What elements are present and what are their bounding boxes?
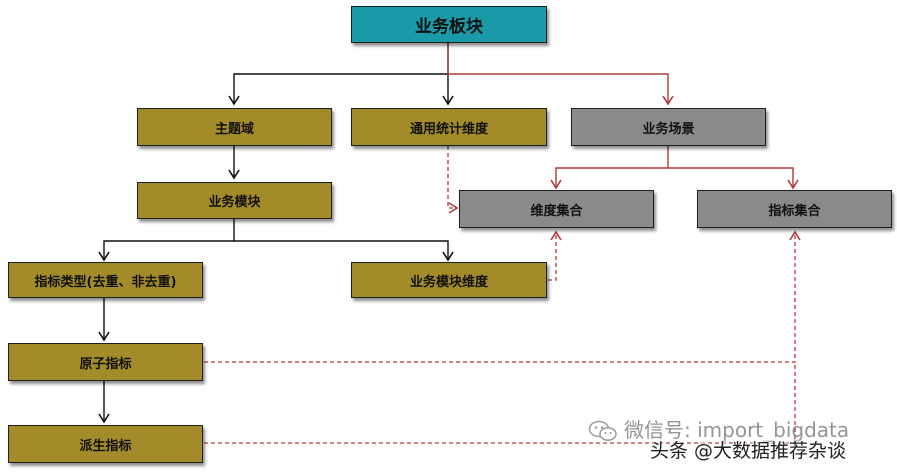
arrowhead-metric-set-bottom xyxy=(789,230,801,241)
connector-module-split xyxy=(103,219,235,260)
solid-arrowheads xyxy=(98,95,454,424)
arrowhead-derived-metric xyxy=(98,413,110,424)
dashed-arrowheads xyxy=(448,202,801,241)
arrowhead-metric-set-top xyxy=(787,179,799,190)
arrowhead-dimension-set-left xyxy=(448,202,459,214)
arrowhead-scenario xyxy=(662,95,674,106)
node-business-module: 业务模块 xyxy=(137,182,332,219)
connector-scenario-to-metric-set xyxy=(668,167,794,188)
arrowhead-dimension-set-top xyxy=(550,179,562,190)
arrowhead-metric-type xyxy=(98,251,110,262)
arrowhead-business-module xyxy=(228,169,240,180)
node-metric-set: 指标集合 xyxy=(697,190,892,228)
arrowhead-atomic-metric xyxy=(98,331,110,342)
connector-block-to-scenario xyxy=(447,43,669,104)
node-atomic-metric: 原子指标 xyxy=(8,343,203,381)
source-attribution: 头条 @大数据推荐杂谈 xyxy=(650,440,847,462)
red-arrowheads xyxy=(550,95,799,190)
watermark-wechat-id: 微信号: import_bigdata xyxy=(624,418,850,442)
arrowhead-general-dimension xyxy=(442,95,454,106)
dashed-general-dimension-to-dimension-set xyxy=(447,146,456,209)
arrowhead-dimension-set-bottom xyxy=(550,230,562,241)
connector-scenario-to-dimension-set xyxy=(555,146,669,188)
dashed-derived-to-metric-set xyxy=(204,362,796,444)
dashed-module-dimension-to-dimension-set xyxy=(548,232,557,281)
connector-module-to-module-dimension xyxy=(234,240,449,260)
dashed-atomic-to-metric-set xyxy=(204,232,796,363)
node-derived-metric: 派生指标 xyxy=(8,425,203,463)
node-general-stat-dimension: 通用统计维度 xyxy=(351,108,547,146)
node-business-scenario: 业务场景 xyxy=(571,108,766,146)
connector-block-to-subject-domain xyxy=(233,43,449,104)
red-connectors xyxy=(447,43,794,188)
arrowhead-subject-domain xyxy=(228,95,240,106)
wechat-icon xyxy=(588,420,617,441)
node-business-module-dimension: 业务模块维度 xyxy=(351,262,547,298)
node-subject-domain: 主题域 xyxy=(137,108,332,146)
node-metric-type: 指标类型(去重、非去重) xyxy=(8,262,203,298)
node-business-block: 业务板块 xyxy=(351,6,547,43)
node-dimension-set: 维度集合 xyxy=(459,190,654,228)
arrowhead-module-dimension xyxy=(442,251,454,262)
dashed-connectors xyxy=(204,146,796,444)
